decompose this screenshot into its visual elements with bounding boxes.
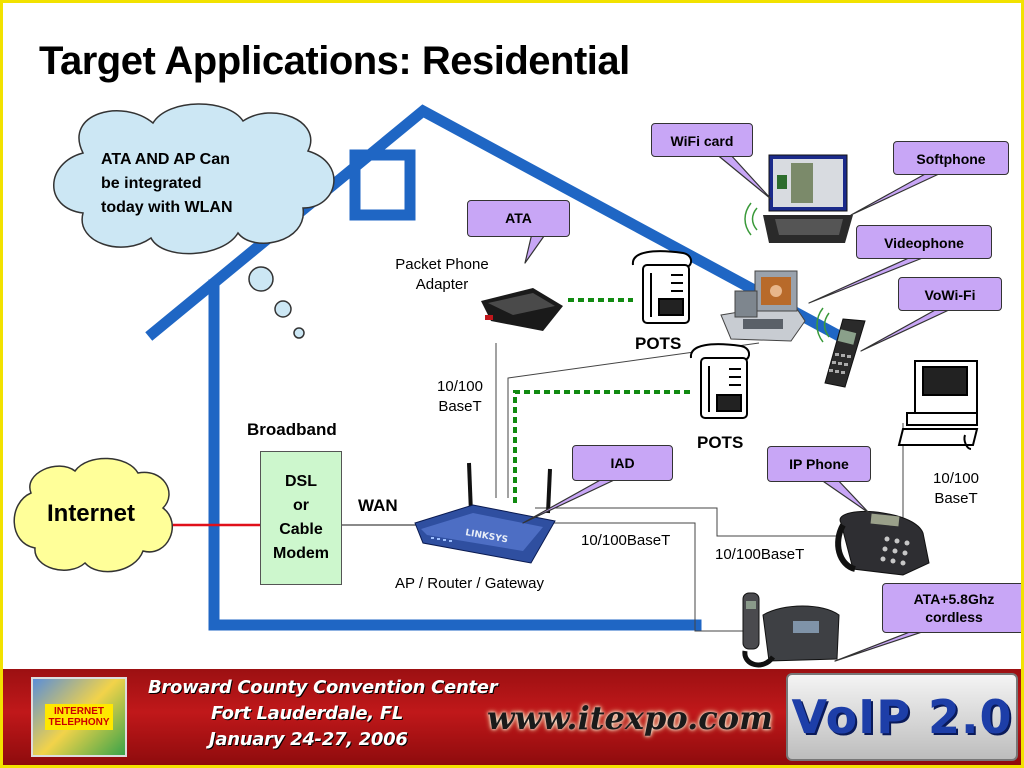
footer-url[interactable]: www.itexpo.com [487, 699, 773, 737]
callout-ip-phone: IP Phone [767, 446, 871, 482]
ip-phone-device [835, 510, 930, 576]
pots-bottom-label: POTS [697, 433, 744, 452]
cloud-note-line: today with WLAN [101, 199, 233, 216]
callout-ata-cordless: ATA+5.8Ghz cordless [882, 583, 1021, 633]
expo-logo-line: INTERNET [54, 706, 104, 717]
videophone-device [720, 270, 806, 342]
baset-right-line: BaseT [934, 490, 978, 507]
ata-device [481, 288, 563, 331]
pots-phone-top [631, 250, 693, 324]
ata-description-line: Packet Phone [395, 256, 489, 273]
thought-cloud [53, 103, 335, 339]
expo-logo-text: INTERNET TELEPHONY [45, 704, 113, 730]
internet-cloud [13, 457, 173, 573]
broadband-label: Broadband [247, 420, 337, 439]
callout-vowifi: VoWi-Fi [898, 277, 1002, 311]
desktop-computer [897, 360, 979, 450]
cordless-phone-device [742, 592, 840, 668]
ata-description: Packet Phone Adapter [387, 255, 497, 295]
footer-dates: January 24-27, 2006 [209, 729, 408, 750]
baset-left-label: 10/100 BaseT [427, 377, 493, 417]
callout-softphone: Softphone [893, 141, 1009, 175]
pots-phone-bottom [689, 343, 751, 419]
baset-right-label: 10/100 BaseT [923, 469, 989, 509]
callout-ata: ATA [467, 200, 570, 237]
callout-ata-cordless-line: cordless [925, 609, 983, 625]
baset-mid2-label: 10/100BaseT [715, 546, 805, 563]
modem-label: DSL or Cable Modem [273, 473, 329, 562]
callout-videophone: Videophone [856, 225, 992, 259]
footer-banner: INTERNET TELEPHONY Broward County Conven… [3, 669, 1021, 765]
voip-badge-text: VoIP 2.0 [791, 690, 1013, 744]
callout-ata-cordless-line: ATA+5.8Ghz [913, 591, 995, 607]
wan-label: WAN [358, 496, 398, 515]
baset-mid-label: 10/100BaseT [581, 532, 671, 549]
footer-venue: Broward County Convention Center [148, 677, 498, 698]
voip-badge: VoIP 2.0 [786, 673, 1018, 761]
ata-description-line: Adapter [415, 276, 469, 293]
baset-left-line: BaseT [438, 398, 482, 415]
baset-right-line: 10/100 [933, 470, 979, 487]
callout-wifi-card: WiFi card [651, 123, 753, 157]
router-label: AP / Router / Gateway [395, 575, 544, 592]
callout-iad: IAD [572, 445, 673, 481]
expo-logo: INTERNET TELEPHONY [31, 677, 127, 757]
modem-box: DSL or Cable Modem [260, 451, 342, 585]
expo-logo-line: TELEPHONY [48, 717, 110, 728]
internet-label: Internet [46, 500, 135, 527]
laptop-softphone [763, 154, 853, 243]
cloud-note: ATA AND AP Can be integrated today with … [101, 148, 233, 220]
cloud-note-line: ATA AND AP Can [101, 151, 230, 168]
router-device: LINKSYS [414, 462, 556, 564]
page-title: Target Applications: Residential [39, 39, 630, 83]
cloud-note-line: be integrated [101, 175, 202, 192]
pots-top-label: POTS [635, 334, 682, 353]
wifi-waves-handset [816, 307, 830, 343]
baset-left-line: 10/100 [437, 378, 483, 395]
house-outline [145, 104, 851, 631]
network-diagram: LINKSYS [13, 103, 979, 668]
vowifi-handset [824, 318, 866, 388]
footer-city: Fort Lauderdale, FL [211, 703, 403, 724]
wifi-waves-laptop [744, 202, 758, 236]
pots-lines [513, 298, 691, 503]
